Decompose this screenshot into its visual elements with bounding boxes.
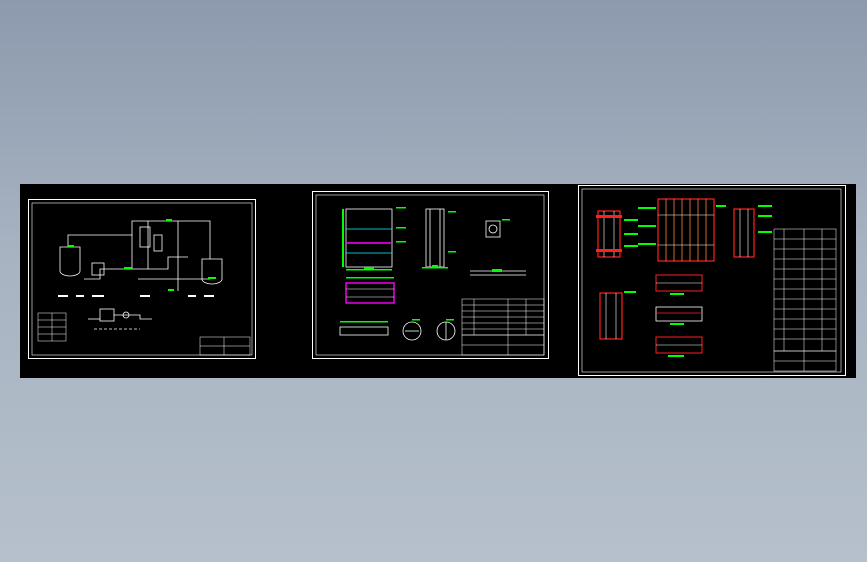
tank-side-view — [425, 208, 445, 268]
sheet-1-title-block — [199, 336, 251, 356]
filter-assembly-lower-left — [599, 291, 636, 340]
process-green-marks — [68, 219, 216, 291]
plan-view-magenta — [345, 282, 395, 304]
filter-assembly-main — [638, 198, 726, 262]
sheet-1-border — [28, 199, 256, 359]
drawing-sheet-3[interactable] — [578, 185, 846, 376]
sheet-3-title-block — [773, 350, 837, 372]
drawing-sheet-1[interactable] — [28, 199, 256, 359]
dimension-annotations — [340, 207, 510, 323]
tank-front-view — [345, 208, 393, 268]
process-labels — [58, 295, 214, 297]
drawing-sheet-2[interactable] — [312, 191, 549, 359]
sheet-3-parts-list — [773, 228, 837, 352]
sheet-1-legend-table — [37, 312, 67, 342]
sub-process-diagram — [88, 308, 152, 330]
storage-tanks — [59, 246, 223, 285]
filter-assembly-left — [596, 210, 638, 258]
process-flow-lines — [67, 220, 211, 291]
sheet-2-parts-table — [461, 298, 545, 336]
bottom-details — [339, 321, 456, 341]
filter-assembly-right — [733, 205, 772, 258]
cad-drawing-canvas[interactable] — [20, 184, 856, 378]
nozzle-detail — [485, 220, 501, 238]
sheet-2-title-block — [461, 334, 545, 356]
sheet-2-border — [312, 191, 549, 359]
sheet-3-border — [578, 185, 846, 376]
section-views — [655, 274, 703, 357]
